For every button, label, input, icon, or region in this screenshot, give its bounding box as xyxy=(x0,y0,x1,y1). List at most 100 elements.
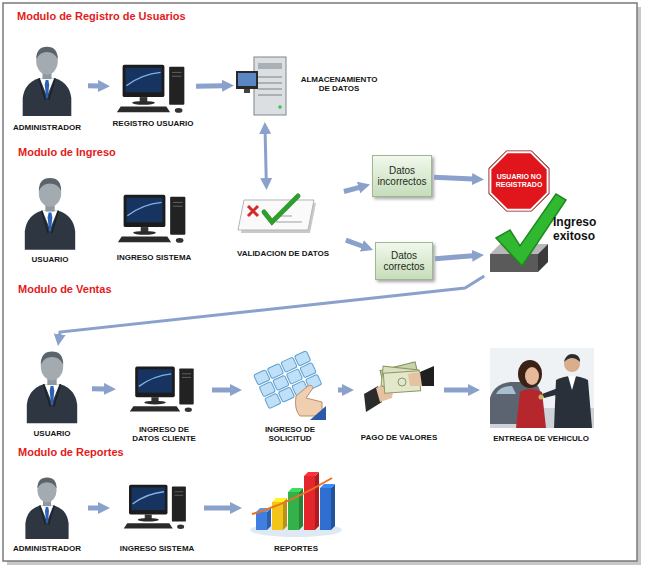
process-box: Datos incorrectos xyxy=(372,155,432,197)
tower xyxy=(179,368,193,404)
computer-icon xyxy=(128,362,200,418)
flow-arrow xyxy=(444,388,469,393)
head xyxy=(37,478,56,502)
flow-arrow xyxy=(92,386,105,391)
keys xyxy=(539,395,544,400)
node-text: REPORTES xyxy=(244,544,348,553)
tower-bay xyxy=(175,492,184,496)
flow-arrow xyxy=(265,133,266,179)
storage-node: ALMACENAMIENTO DE DATOS xyxy=(236,55,384,120)
stand-base xyxy=(133,231,156,235)
node-caption: Datos correctos xyxy=(376,243,432,279)
lapel xyxy=(39,78,55,100)
chart-icon xyxy=(248,472,344,538)
stand-base xyxy=(138,518,159,522)
screen xyxy=(138,369,172,392)
node-text: Datos incorrectos xyxy=(373,165,431,188)
keyboard xyxy=(118,237,171,243)
node-text: INGRESO DE DATOS CLIENTE xyxy=(125,425,203,443)
success-check: Ingreso exitoso xyxy=(486,192,608,278)
cross-mark xyxy=(248,206,258,216)
node-text: PAGO DE VALORES xyxy=(352,433,446,442)
node-caption: ALMACENAMIENTO DE DATOS xyxy=(294,75,384,93)
computer-node: REGISTRO USUARIO xyxy=(112,62,194,142)
node-text: ENTREGA DE VEHICULO xyxy=(482,434,600,443)
payment-node: PAGO DE VALORES xyxy=(356,352,442,444)
tower xyxy=(169,67,184,105)
screen xyxy=(238,73,256,86)
module-heading: Modulo de Registro de Usuarios xyxy=(17,10,186,22)
node-caption: ENTREGA DE VEHICULO xyxy=(482,434,600,443)
node-caption: Datos incorrectos xyxy=(373,156,431,196)
tower xyxy=(172,487,186,522)
computer-node: INGRESO SISTEMA xyxy=(112,480,202,557)
arm xyxy=(542,388,560,398)
suit xyxy=(25,211,75,250)
module-heading: Modulo de Ventas xyxy=(18,283,112,295)
woman xyxy=(516,389,546,428)
money-icon xyxy=(364,352,434,416)
flow-arrow xyxy=(88,506,99,511)
node-caption: REGISTRO USUARIO xyxy=(112,119,194,128)
mouse xyxy=(177,525,184,529)
request-node: INGRESO DE SOLICITUD xyxy=(244,352,336,448)
stop-outline xyxy=(489,151,550,212)
stand-base xyxy=(144,401,166,405)
computer-icon xyxy=(122,480,192,535)
keyboard xyxy=(124,523,173,528)
person-icon xyxy=(24,348,80,424)
suit xyxy=(27,384,77,423)
mouse xyxy=(176,238,184,243)
computer-node: INGRESO SISTEMA xyxy=(104,192,204,264)
stop-sign xyxy=(490,152,547,209)
node-text: INGRESO DE SOLICITUD xyxy=(244,425,336,443)
screen-glow xyxy=(126,72,160,85)
module-heading: Modulo de Reportes xyxy=(18,446,124,458)
sleeve xyxy=(310,406,326,420)
tie xyxy=(50,386,55,405)
bar-top xyxy=(288,488,303,492)
monitor xyxy=(236,71,258,89)
node-caption: PAGO DE VALORES xyxy=(352,433,446,442)
tower xyxy=(170,197,185,235)
node-text: Ingreso exitoso xyxy=(553,216,607,244)
tie xyxy=(48,213,53,232)
trend-line xyxy=(252,478,332,514)
monitor xyxy=(129,485,168,515)
flow-arrow xyxy=(435,256,473,259)
actor-icon: USUARIO xyxy=(14,348,90,440)
lapel xyxy=(44,384,61,406)
hair xyxy=(41,351,63,364)
person-icon xyxy=(20,475,74,539)
key xyxy=(265,393,281,408)
flow-arrow xyxy=(344,187,360,191)
flow-arrow xyxy=(88,83,99,88)
validation-node: VALIDACION DE DATOS xyxy=(222,192,344,260)
hand xyxy=(296,385,323,416)
stop-sign: USUARIO NO REGISTRADO xyxy=(486,148,552,214)
node-caption: ADMINISTRADOR xyxy=(2,544,92,553)
computer-node: INGRESO DE DATOS CLIENTE xyxy=(118,362,210,450)
person-icon xyxy=(20,40,74,120)
man xyxy=(554,376,592,428)
delivery-node: ENTREGA DE VEHICULO xyxy=(482,348,600,446)
monitor xyxy=(124,195,166,227)
node-caption: ADMINISTRADOR xyxy=(2,123,92,132)
node-caption: USUARIO xyxy=(8,429,96,438)
computer-icon xyxy=(115,62,191,117)
frame-border xyxy=(3,3,637,561)
node-text: INGRESO SISTEMA xyxy=(104,253,204,262)
process-box: Datos correctos xyxy=(375,242,433,280)
node-text: USUARIO xyxy=(6,255,94,264)
car-window xyxy=(496,386,516,394)
bar-top xyxy=(304,472,319,476)
screen xyxy=(125,68,161,93)
node-caption: INGRESO SISTEMA xyxy=(112,544,202,553)
bar xyxy=(304,476,315,530)
drive-bay xyxy=(258,63,282,69)
tower-bay xyxy=(173,202,183,206)
shirt xyxy=(568,376,576,390)
tie xyxy=(45,80,50,98)
keyboard-icon xyxy=(256,352,326,420)
tower-bay xyxy=(172,72,182,76)
